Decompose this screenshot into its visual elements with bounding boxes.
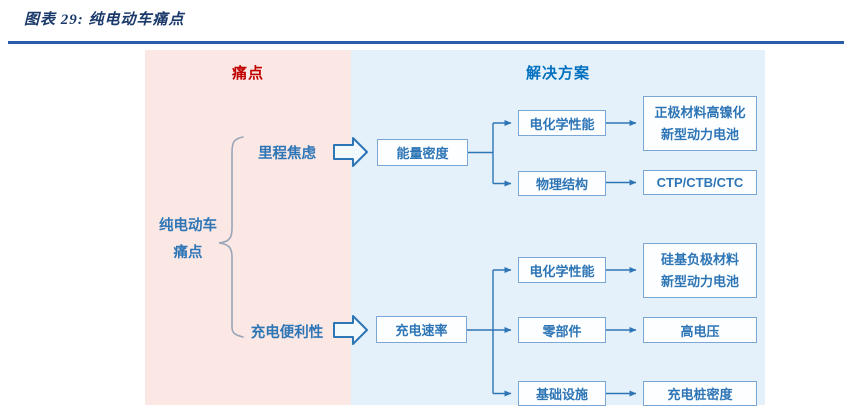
node-high-voltage: 高电压 — [643, 317, 757, 343]
node-electrochemical-performance-2: 电化学性能 — [518, 257, 606, 283]
node-anode-solution: 硅基负极材料 新型动力电池 — [643, 243, 757, 298]
brace-icon — [218, 136, 244, 338]
anode-line1: 硅基负极材料 — [660, 251, 739, 267]
solution-column-header: 解决方案 — [525, 65, 590, 82]
cathode-line2: 新型动力电池 — [660, 126, 739, 142]
block-arrow-icon-top — [333, 137, 368, 167]
pain-point-range-anxiety: 里程焦虑 — [258, 146, 316, 162]
node-energy-density: 能量密度 — [377, 139, 468, 166]
node-electrochemical-performance-1: 电化学性能 — [518, 110, 606, 136]
root-line2: 痛点 — [173, 245, 203, 261]
pain-column-header: 痛点 — [231, 65, 264, 82]
block-arrow-icon-bottom — [333, 315, 368, 345]
connector-top-trunk — [468, 123, 494, 184]
root-node-label: 纯电动车 痛点 — [145, 213, 231, 267]
node-infrastructure: 基础设施 — [518, 381, 606, 406]
connector-layer — [218, 120, 637, 397]
pain-point-charging-convenience: 充电便利性 — [250, 325, 324, 341]
node-components: 零部件 — [518, 317, 606, 343]
diagram-canvas: 痛点 解决方案 纯电动车 痛点 里程焦虑 充电便利性 能 — [145, 50, 765, 406]
node-charging-pile-density: 充电桩密度 — [643, 381, 757, 406]
cathode-line1: 正极材料高镍化 — [654, 104, 746, 120]
anode-line2: 新型动力电池 — [660, 273, 739, 289]
node-ctp-ctb-ctc: CTP/CTB/CTC — [643, 170, 757, 195]
node-cathode-solution: 正极材料高镍化 新型动力电池 — [643, 96, 757, 151]
node-physical-structure: 物理结构 — [518, 171, 606, 196]
node-charge-rate: 充电速率 — [376, 316, 467, 343]
root-line1: 纯电动车 — [159, 218, 217, 234]
connector-bottom-trunk — [467, 270, 494, 394]
pain-panel — [145, 50, 351, 405]
title-divider-rule — [8, 41, 844, 44]
figure-title: 图表 29: 纯电动车痛点 — [24, 12, 185, 28]
